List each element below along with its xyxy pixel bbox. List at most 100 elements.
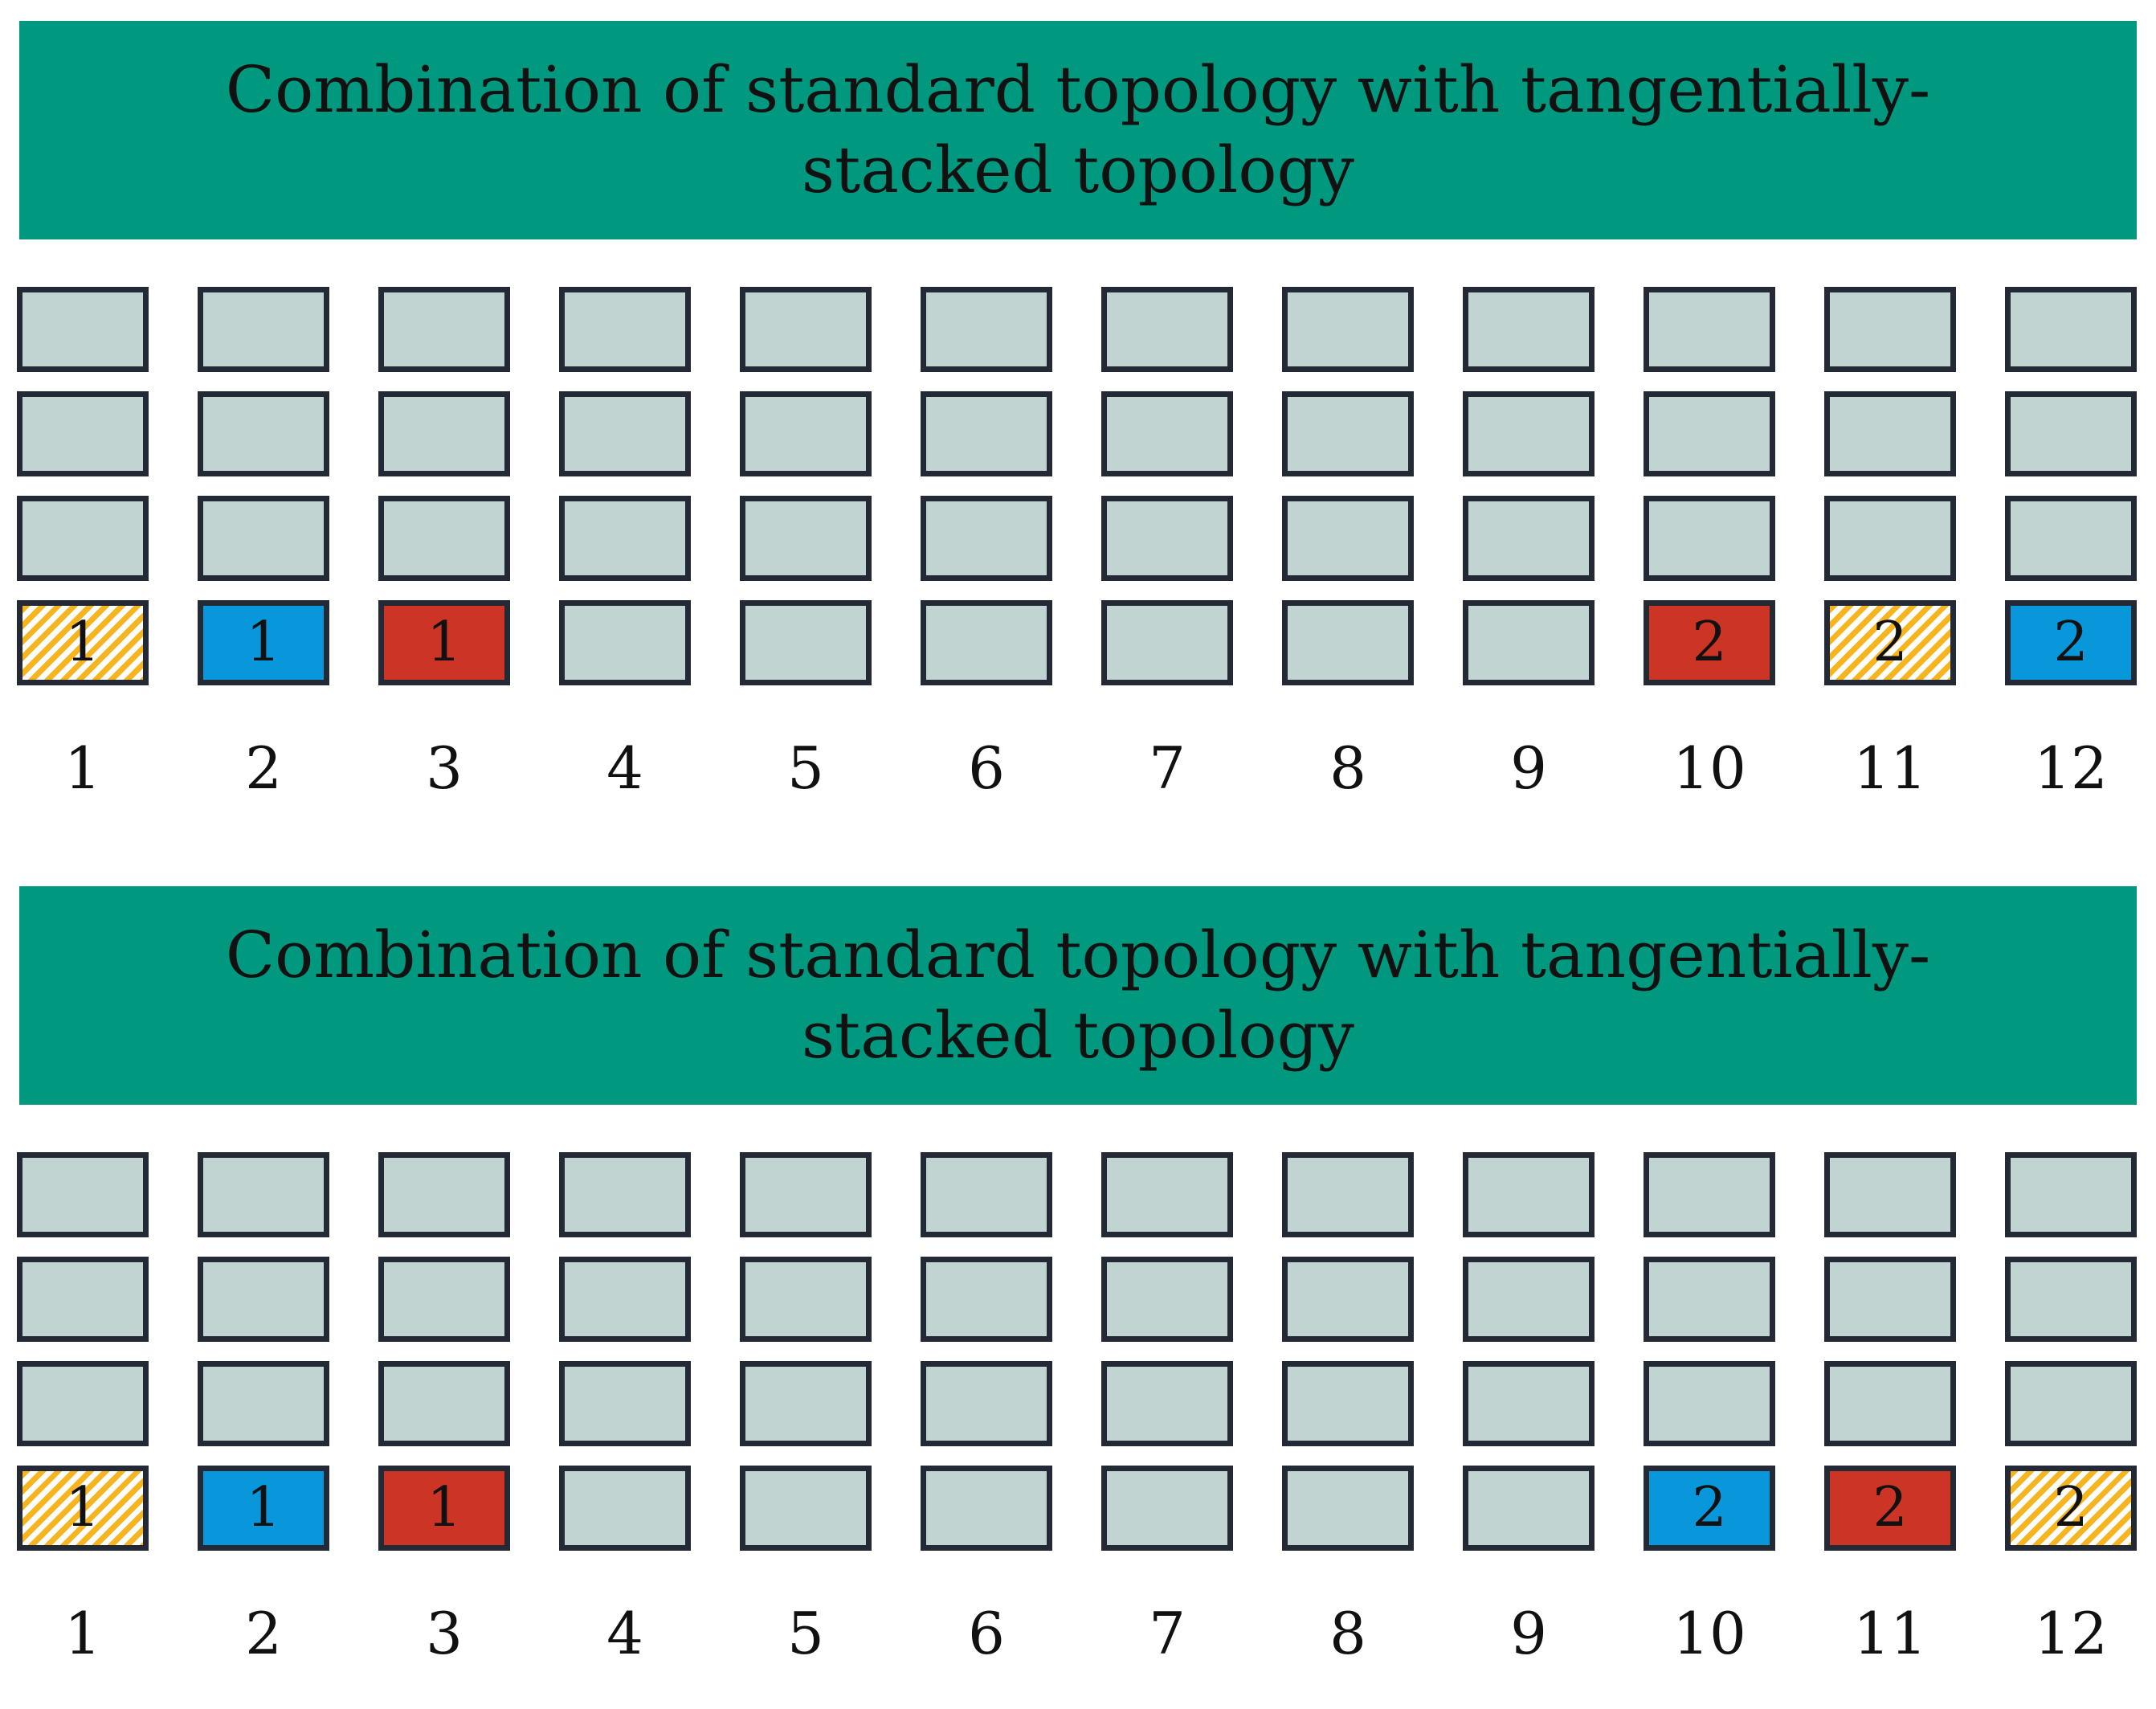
- slot-1-layer-1: [17, 1152, 149, 1237]
- slot-5-layer-2: [740, 391, 872, 476]
- slot-11-layer-3: [1824, 496, 1956, 581]
- slot-5-layer-2: [740, 1257, 872, 1342]
- slot-10-layer-2: [1644, 1257, 1775, 1342]
- slot-10-layer-1: [1644, 1152, 1775, 1237]
- slot-8-layer-4: [1282, 1466, 1414, 1551]
- slot-6-layer-1: [921, 1152, 1052, 1237]
- panel-1-banner: Combination of standard topology with ta…: [19, 21, 2137, 239]
- slot-1-layer-3: [17, 1361, 149, 1446]
- slot-number: 1: [64, 1600, 101, 1667]
- coil-label: 1: [427, 611, 462, 674]
- slot-11-layer-2: [1824, 391, 1956, 476]
- slot-4-layer-4: [559, 1466, 691, 1551]
- slot-9-layer-4: [1463, 1466, 1595, 1551]
- slot-number: 6: [968, 734, 1005, 802]
- slot-2-layer-2: [198, 1257, 329, 1342]
- slot-10-layer-4: 2: [1644, 1466, 1775, 1551]
- panel-1-title: Combination of standard topology with ta…: [225, 52, 1931, 207]
- slot-number: 11: [1853, 1600, 1927, 1667]
- slot-9-layer-3: [1463, 1361, 1595, 1446]
- slot-5-layer-1: [740, 1152, 872, 1237]
- coil-label: 2: [1692, 611, 1727, 674]
- slot-9-layer-2: [1463, 1257, 1595, 1342]
- slot-number: 9: [1510, 734, 1547, 802]
- topology-panel-1: Combination of standard topology with ta…: [0, 0, 2156, 844]
- slot-7-layer-4: [1101, 600, 1233, 685]
- slot-5-layer-3: [740, 496, 872, 581]
- coil-label: 1: [246, 611, 281, 674]
- slot-11-layer-2: [1824, 1257, 1956, 1342]
- slot-number: 2: [245, 1600, 282, 1667]
- slot-12-layer-2: [2005, 391, 2137, 476]
- slot-number: 7: [1149, 734, 1186, 802]
- slot-10-layer-3: [1644, 1361, 1775, 1446]
- slot-5-layer-3: [740, 1361, 872, 1446]
- slot-6-layer-2: [921, 391, 1052, 476]
- slot-4-layer-3: [559, 1361, 691, 1446]
- slot-1-layer-2: [17, 391, 149, 476]
- slot-6-layer-4: [921, 600, 1052, 685]
- slot-7-layer-2: [1101, 391, 1233, 476]
- slot-number: 10: [1672, 734, 1746, 802]
- slot-number: 9: [1510, 1600, 1547, 1667]
- slot-1-layer-4: 1: [17, 1466, 149, 1551]
- slot-3-layer-3: [378, 1361, 510, 1446]
- slot-2-layer-2: [198, 391, 329, 476]
- slot-number: 12: [2034, 734, 2108, 802]
- slot-8-layer-3: [1282, 496, 1414, 581]
- slot-number: 6: [968, 1600, 1005, 1667]
- slot-9-layer-1: [1463, 1152, 1595, 1237]
- slot-6-layer-2: [921, 1257, 1052, 1342]
- slot-4-layer-1: [559, 1152, 691, 1237]
- slot-7-layer-1: [1101, 287, 1233, 372]
- slot-number: 8: [1329, 1600, 1366, 1667]
- slot-8-layer-4: [1282, 600, 1414, 685]
- coil-label: 2: [1872, 611, 1908, 674]
- slot-2-layer-3: [198, 1361, 329, 1446]
- slot-3-layer-1: [378, 287, 510, 372]
- slot-number: 3: [426, 734, 463, 802]
- slot-number: 8: [1329, 734, 1366, 802]
- slot-number: 2: [245, 734, 282, 802]
- slot-2-layer-3: [198, 496, 329, 581]
- slot-6-layer-3: [921, 496, 1052, 581]
- slot-6-layer-3: [921, 1361, 1052, 1446]
- slot-3-layer-3: [378, 496, 510, 581]
- slot-number: 7: [1149, 1600, 1186, 1667]
- coil-label: 2: [2053, 611, 2089, 674]
- slot-number: 4: [606, 1600, 643, 1667]
- slot-8-layer-2: [1282, 391, 1414, 476]
- slot-4-layer-2: [559, 1257, 691, 1342]
- slot-8-layer-3: [1282, 1361, 1414, 1446]
- slot-8-layer-1: [1282, 1152, 1414, 1237]
- slot-number: 4: [606, 734, 643, 802]
- slot-12-layer-3: [2005, 1361, 2137, 1446]
- slot-6-layer-4: [921, 1466, 1052, 1551]
- slot-12-layer-1: [2005, 287, 2137, 372]
- slot-7-layer-3: [1101, 496, 1233, 581]
- slot-11-layer-4: 2: [1824, 600, 1956, 685]
- slot-number: 10: [1672, 1600, 1746, 1667]
- slot-2-layer-1: [198, 1152, 329, 1237]
- slot-9-layer-4: [1463, 600, 1595, 685]
- slot-3-layer-4: 1: [378, 1466, 510, 1551]
- slot-11-layer-1: [1824, 1152, 1956, 1237]
- slot-9-layer-3: [1463, 496, 1595, 581]
- panel-2-banner: Combination of standard topology with ta…: [19, 886, 2137, 1105]
- slot-10-layer-2: [1644, 391, 1775, 476]
- slot-4-layer-4: [559, 600, 691, 685]
- slot-10-layer-4: 2: [1644, 600, 1775, 685]
- slot-12-layer-2: [2005, 1257, 2137, 1342]
- slot-8-layer-1: [1282, 287, 1414, 372]
- slot-3-layer-2: [378, 391, 510, 476]
- slot-12-layer-1: [2005, 1152, 2137, 1237]
- slot-1-layer-3: [17, 496, 149, 581]
- slot-7-layer-1: [1101, 1152, 1233, 1237]
- slot-3-layer-1: [378, 1152, 510, 1237]
- slot-number: 1: [64, 734, 101, 802]
- slot-3-layer-2: [378, 1257, 510, 1342]
- slot-12-layer-4: 2: [2005, 600, 2137, 685]
- coil-label: 2: [1872, 1476, 1908, 1539]
- slot-9-layer-1: [1463, 287, 1595, 372]
- slot-12-layer-4: 2: [2005, 1466, 2137, 1551]
